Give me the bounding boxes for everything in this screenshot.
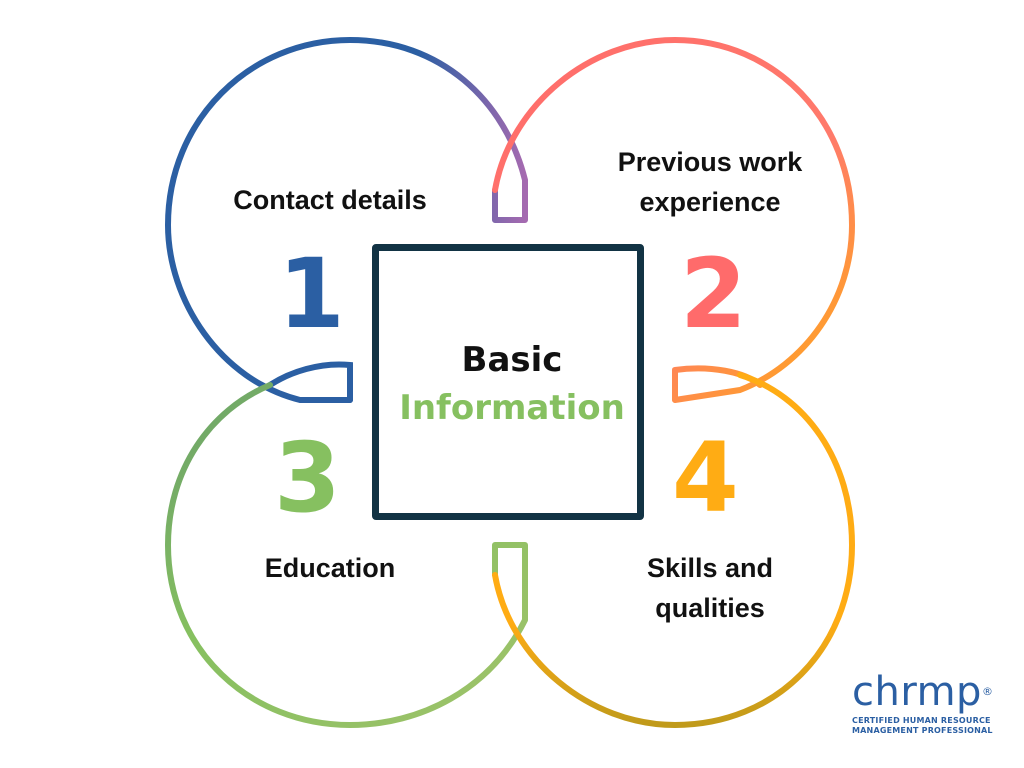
circle-1-outline [165,37,528,403]
label-skills-line1: Skills and [646,553,774,583]
center-box [372,244,644,520]
circle-3-outline [165,382,528,728]
label-contact-details-line1: Contact details [233,185,427,215]
step-number-2: 2 [680,238,747,350]
label-previous-work-line2: experience [639,187,781,217]
circle-2-outline [492,37,855,403]
label-previous-work-line1: Previous work [617,147,803,177]
logo-wordmark-text: chrmp [852,669,982,715]
step-number-1: 1 [278,238,345,350]
step-number-3: 3 [274,422,341,534]
logo-wordmark: chrmp® [852,672,1002,712]
logo-tagline-line1: CERTIFIED HUMAN RESOURCE [852,716,991,725]
label-skills-and-qualities: Skills and qualities [590,548,830,628]
logo-tagline-line2: MANAGEMENT PROFESSIONAL [852,726,993,735]
logo-registered-mark: ® [981,685,994,698]
center-title-basic: Basic [461,340,563,380]
label-contact-details: Contact details [210,180,450,220]
center-title-information: Information [399,388,625,428]
label-previous-work-experience: Previous work experience [590,142,830,222]
circle-1-loop [267,361,353,403]
label-education-line1: Education [264,553,396,583]
circle-4-outline [492,372,855,728]
chrmp-logo: chrmp® CERTIFIED HUMAN RESOURCE MANAGEME… [852,672,1002,742]
step-number-4: 4 [672,422,739,534]
label-education: Education [210,548,450,588]
label-skills-line2: qualities [655,593,765,623]
